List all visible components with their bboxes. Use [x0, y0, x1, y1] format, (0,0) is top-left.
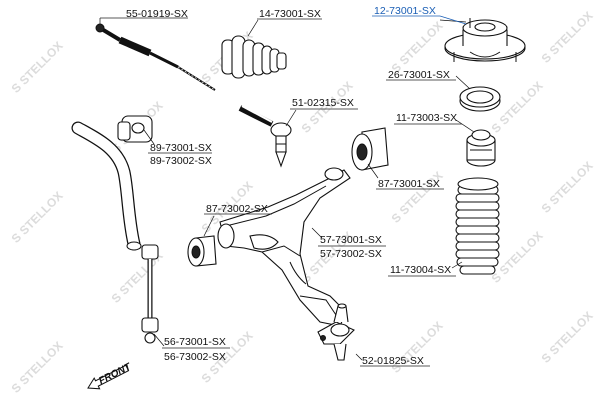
arm-bushing-front-part[interactable] [187, 235, 217, 267]
label-87-73001[interactable]: 87-73001-SX [376, 178, 444, 190]
control-arm-part[interactable] [217, 167, 351, 327]
label-89-73001-text: 89-73001-SX [150, 142, 212, 154]
label-89-73002-text: 89-73002-SX [150, 155, 212, 167]
label-55-01919[interactable]: 55-01919-SX [100, 8, 188, 20]
steering-boot-part[interactable] [221, 35, 287, 79]
label-11-73003-text: 11-73003-SX [396, 112, 457, 124]
stabilizer-bar [71, 121, 142, 251]
label-87-73002[interactable]: 87-73002-SX [204, 203, 272, 215]
watermark-text: S STELLOX [389, 319, 446, 376]
label-87-73002-text: 87-73002-SX [206, 203, 268, 215]
strut-mount-part[interactable] [444, 18, 526, 62]
watermark-text: S STELLOX [9, 189, 66, 246]
bump-stop-part[interactable] [466, 129, 496, 167]
label-57-73001[interactable]: 57-73001-SX 57-73002-SX [318, 234, 386, 260]
ball-joint-part[interactable] [317, 303, 355, 361]
stabilizer-bush-part[interactable] [117, 115, 153, 143]
tie-rod-end-part[interactable] [238, 105, 292, 168]
label-11-73003[interactable]: 11-73003-SX [394, 112, 462, 125]
label-14-73001[interactable]: 14-73001-SX [257, 8, 322, 20]
watermark-text: S STELLOX [9, 339, 66, 396]
label-51-02315[interactable]: 51-02315-SX [290, 97, 358, 110]
label-11-73004[interactable]: 11-73004-SX [388, 264, 456, 277]
label-56-73002-text: 56-73002-SX [164, 351, 226, 363]
front-arrow-icon [87, 364, 130, 390]
label-12-73001[interactable]: 12-73001-SX [372, 5, 467, 25]
dust-boot-part[interactable] [455, 177, 500, 275]
label-89-73001[interactable]: 89-73001-SX 89-73002-SX [148, 142, 212, 167]
watermark-text: S STELLOX [539, 309, 596, 366]
leader-lines [99, 18, 475, 361]
label-26-73001-text: 26-73001-SX [388, 69, 450, 81]
watermark-text: S STELLOX [489, 79, 546, 136]
label-12-73001-text: 12-73001-SX [374, 5, 436, 17]
label-52-01825[interactable]: 52-01825-SX [360, 355, 430, 367]
label-87-73001-text: 87-73001-SX [378, 178, 440, 190]
label-26-73001[interactable]: 26-73001-SX [386, 69, 456, 81]
label-51-02315-text: 51-02315-SX [292, 97, 354, 109]
arm-bushing-rear-part[interactable] [351, 127, 389, 171]
watermark-text: S STELLOX [9, 39, 66, 96]
strut-bearing-part[interactable] [459, 86, 501, 112]
label-52-01825-text: 52-01825-SX [362, 355, 424, 367]
label-56-73001[interactable]: 56-73001-SX 56-73002-SX [162, 336, 230, 363]
label-57-73002-text: 57-73002-SX [320, 248, 382, 260]
watermark-text: S STELLOX [389, 19, 446, 76]
label-14-73001-text: 14-73001-SX [259, 8, 321, 20]
label-55-01919-text: 55-01919-SX [126, 8, 188, 20]
front-label: FRONT [97, 361, 133, 387]
tie-rod-part[interactable] [95, 23, 216, 91]
watermark-text: S STELLOX [539, 159, 596, 216]
label-56-73001-text: 56-73001-SX [164, 336, 226, 348]
stabilizer-link-part[interactable] [141, 244, 159, 344]
label-57-73001-text: 57-73001-SX [320, 234, 382, 246]
front-direction-marker: FRONT [87, 361, 134, 390]
watermark-text: S STELLOX [539, 9, 596, 66]
part-labels: 55-01919-SX 14-73001-SX 12-73001-SX 26-7… [100, 5, 467, 367]
label-11-73004-text: 11-73004-SX [390, 264, 451, 276]
